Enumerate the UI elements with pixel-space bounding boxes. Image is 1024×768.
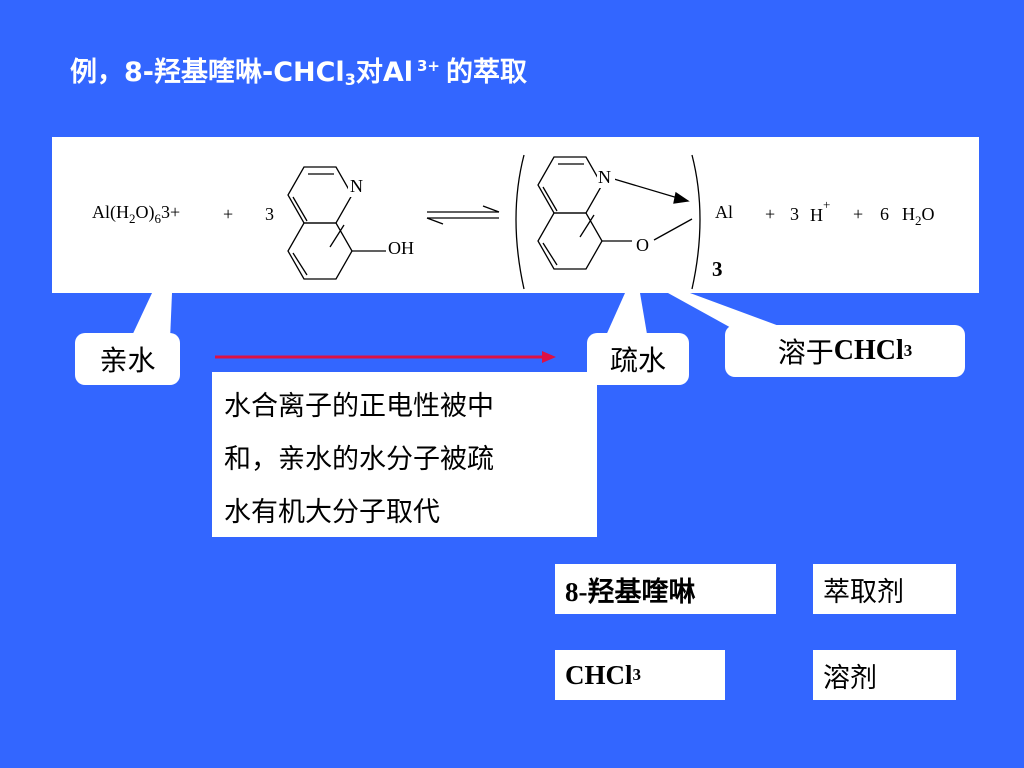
title-superscript: 3+ — [416, 57, 440, 75]
hydrophobic-label: 疏水 — [609, 344, 666, 377]
aluminum-atom: Al — [715, 202, 733, 222]
dissolve-formula: CHCl — [833, 335, 904, 366]
coefficient-6-water: 6 — [880, 204, 889, 224]
title-reagent: 8-羟基喹啉-CHCl — [124, 57, 345, 88]
hydrophilic-pointer — [130, 293, 172, 340]
dissolve-subscript: 3 — [903, 341, 913, 360]
explanation-box: 水合离子的正电性被中 和，亲水的水分子被疏 水有机大分子取代 — [212, 372, 597, 537]
plus-sign-3: + — [853, 204, 863, 224]
proton: H+ — [810, 197, 830, 225]
solvent-formula: CHCl — [565, 659, 633, 690]
hydroxyl-group: OH — [388, 238, 414, 258]
dissolve-pointer — [668, 293, 790, 330]
complex-right-bracket — [691, 154, 701, 290]
atom-n-left: N — [350, 176, 363, 196]
explanation-line-1: 水合离子的正电性被中 — [224, 391, 494, 422]
coefficient-3-reagent: 3 — [265, 204, 274, 224]
coefficient-3-proton: 3 — [790, 204, 799, 224]
complex-left-bracket — [515, 154, 525, 290]
equilibrium-arrow — [426, 205, 500, 225]
water-molecule: H2O — [902, 204, 935, 228]
title-mid: 对Al — [355, 57, 413, 88]
reagent-name: 8-羟基喹啉 — [565, 576, 696, 607]
reaction-scheme: Al(H2O)63+ + 3 N OH — [92, 154, 935, 290]
quinolinate-structure — [537, 156, 693, 270]
reactant-aqua-ion: Al(H2O)63+ — [92, 202, 180, 226]
plus-sign-1: + — [223, 204, 233, 224]
title-prefix: 例， — [70, 57, 124, 88]
hydrophilic-label: 亲水 — [99, 344, 156, 377]
reagent-role: 萃取剂 — [823, 576, 904, 608]
reagent-role-tag: 萃取剂 — [813, 564, 956, 614]
atom-o-right: O — [636, 235, 649, 255]
explanation-line-2: 和，亲水的水分子被疏 — [224, 444, 494, 475]
dissolve-prefix: 溶于 — [777, 336, 834, 369]
solvent-role: 溶剂 — [823, 662, 877, 694]
plus-sign-2: + — [765, 204, 775, 224]
title-suffix: 的萃取 — [446, 57, 527, 88]
explanation-line-3: 水有机大分子取代 — [224, 497, 440, 528]
reaction-equation-panel: Al(H2O)63+ + 3 N OH — [52, 137, 979, 293]
solvent-subscript: 3 — [632, 665, 642, 684]
atom-n-right: N — [598, 167, 611, 187]
hydroxyquinoline-structure — [287, 166, 386, 280]
complex-coefficient: 3 — [712, 257, 723, 281]
title-subscript: 3 — [344, 70, 356, 89]
hydrophilic-callout: 亲水 — [75, 333, 180, 385]
reagent-name-tag: 8-羟基喹啉 — [555, 564, 776, 614]
hydrophobic-callout: 疏水 — [587, 333, 689, 385]
hydrophobic-pointer — [604, 293, 648, 340]
solvent-role-tag: 溶剂 — [813, 650, 956, 700]
